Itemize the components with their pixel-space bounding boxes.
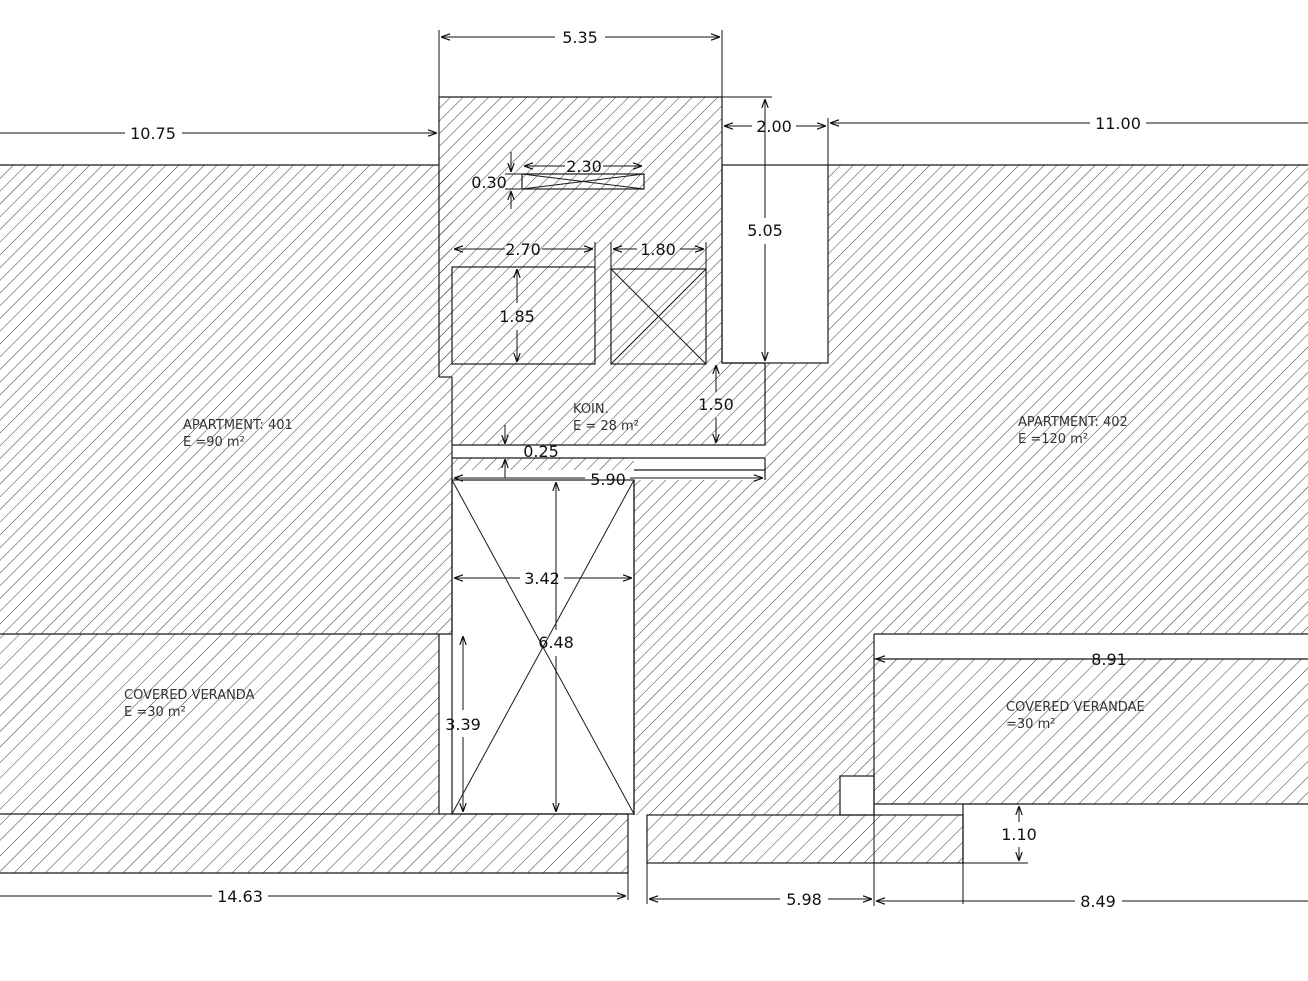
small-step-box [839, 775, 875, 816]
veranda-left-area [0, 634, 439, 814]
dim-stair-length: 6.48 [538, 633, 574, 652]
dim-core-height: 5.05 [747, 221, 783, 240]
dim-gap-right: 2.00 [756, 117, 792, 136]
room-a [451, 266, 596, 365]
dim-room-a-width: 2.70 [505, 240, 541, 259]
dimension-lines [0, 30, 1308, 906]
veranda-left-name: COVERED VERANDA [124, 688, 255, 703]
middle-bottom-strip [647, 815, 963, 863]
dim-bottom-left: 14.63 [217, 887, 263, 906]
veranda-right-name: COVERED VERANDAE [1006, 700, 1145, 715]
veranda-right-area-label: =30 m² [1006, 717, 1055, 732]
apt402-name: APARTMENT: 402 [1018, 415, 1128, 430]
apt402-area: E =120 m² [1018, 432, 1088, 447]
right-gap-room [721, 164, 829, 364]
apt401-name: APARTMENT: 401 [183, 418, 293, 433]
dim-room-a-height: 1.85 [499, 307, 535, 326]
dim-veranda-right-width: 8.91 [1091, 650, 1127, 669]
dim-koin-depth: 1.50 [698, 395, 734, 414]
apartment-401-area [0, 165, 452, 634]
koin-area: E = 28 m² [573, 419, 639, 434]
dim-bottom-right: 8.49 [1080, 892, 1116, 911]
room-b [610, 268, 707, 365]
koin-name: KOIN. [573, 402, 609, 417]
dim-top-width: 5.35 [562, 28, 598, 47]
dim-shaft-depth: 0.30 [471, 173, 507, 192]
cross-marks [451, 173, 707, 815]
dim-corridor-width: 5.90 [590, 470, 626, 489]
dim-bottom-mid: 5.98 [786, 890, 822, 909]
dim-stair-width: 3.42 [524, 569, 560, 588]
left-bottom-strip [0, 814, 628, 873]
dim-veranda-depth: 3.39 [445, 715, 481, 734]
dim-step-height: 1.10 [1001, 825, 1037, 844]
shaft [521, 173, 645, 190]
dim-room-b-width: 1.80 [640, 240, 676, 259]
core-block [439, 97, 765, 445]
dim-slab: 0.25 [523, 442, 559, 461]
veranda-left-area-label: E =30 m² [124, 705, 186, 720]
dim-right-span: 11.00 [1095, 114, 1141, 133]
dim-left-span: 10.75 [130, 124, 176, 143]
dim-shaft-width: 2.30 [566, 157, 602, 176]
apt401-area: E =90 m² [183, 435, 245, 450]
apartment-402-area [634, 165, 1308, 815]
veranda-right-area [874, 659, 1308, 804]
slab-strip [452, 458, 634, 470]
